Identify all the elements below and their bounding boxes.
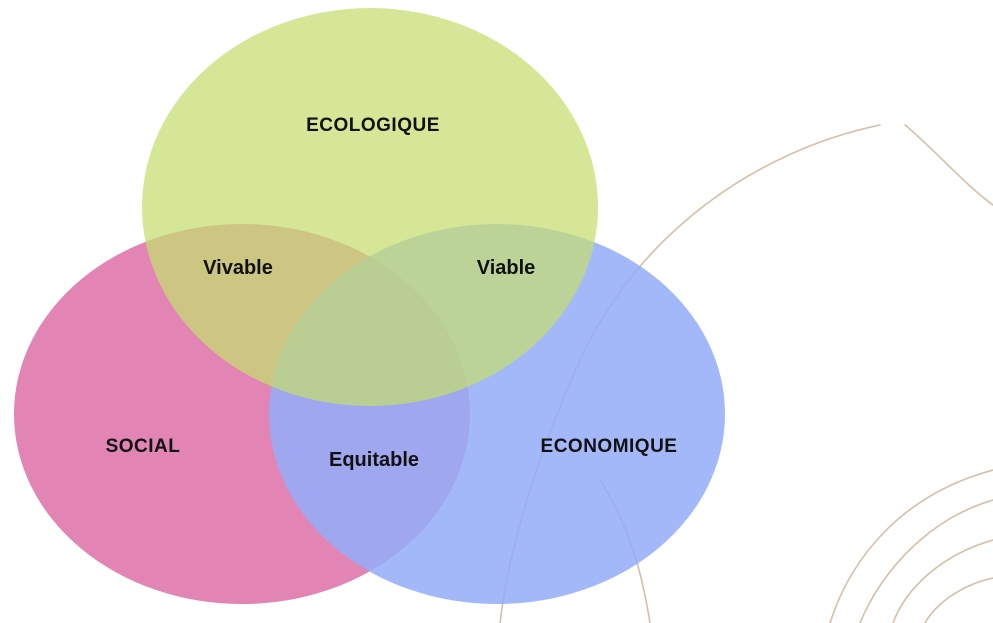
sketch-curve-hill-2 [859,499,993,623]
viable-label: Viable [477,257,536,279]
ecologique-circle [142,8,598,406]
sketch-curve-hill-3 [892,539,993,623]
equitable-label: Equitable [329,449,419,471]
sketch-curve-hill [829,469,993,623]
ecologique-label: ECOLOGIQUE [306,115,440,136]
social-label: SOCIAL [106,436,181,457]
sketch-curve-hill-4 [924,577,993,623]
economique-label: ECONOMIQUE [541,436,678,457]
vivable-label: Vivable [203,257,273,279]
sketch-curve-inner [904,124,993,206]
venn-circles [14,8,725,604]
